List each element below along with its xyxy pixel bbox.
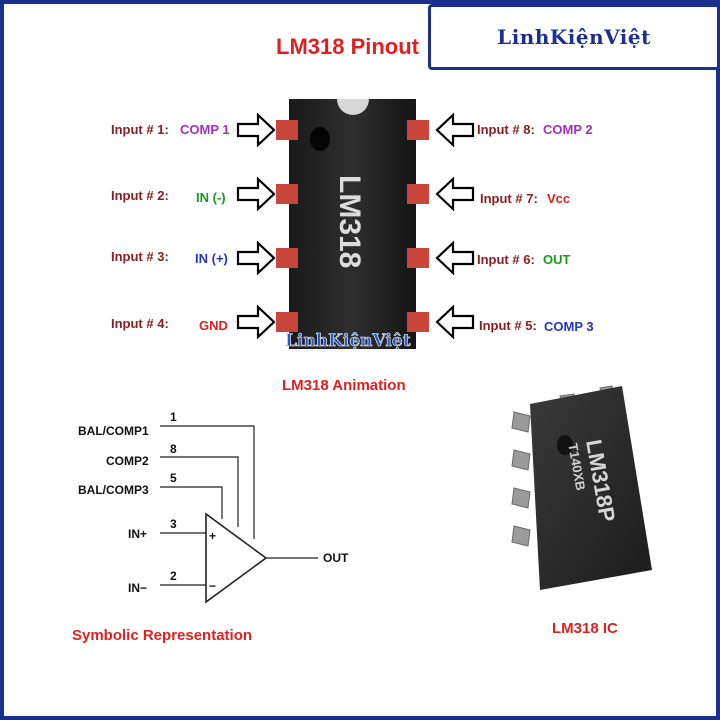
- page-title: LM318 Pinout: [276, 34, 420, 59]
- arrow-right-icon: [238, 179, 274, 209]
- pin-3-prefix: Input # 3:: [111, 249, 169, 264]
- minus-sign: −: [209, 579, 216, 593]
- pin-6-prefix: Input # 6:: [477, 252, 535, 267]
- pin-1-prefix: Input # 1:: [111, 122, 169, 137]
- symbolic-caption: Symbolic Representation: [72, 627, 252, 644]
- pin-4-prefix: Input # 4:: [111, 316, 169, 331]
- in-plus-pin: 3: [170, 517, 177, 531]
- dip8-chip: LM318: [276, 99, 429, 349]
- pin-8: [407, 120, 429, 140]
- animation-caption: LM318 Animation: [282, 377, 406, 394]
- pin-2-prefix: Input # 2:: [111, 188, 169, 203]
- photo-pin: [512, 450, 530, 470]
- in-plus-label: IN+: [128, 527, 147, 541]
- plus-sign: +: [209, 529, 216, 543]
- pin-6-name: OUT: [543, 252, 571, 267]
- comp2-label: COMP2: [106, 454, 149, 468]
- photo-pin: [512, 526, 530, 546]
- out-label: OUT: [323, 551, 349, 565]
- pin-5-prefix: Input # 5:: [479, 318, 537, 333]
- bal-comp1-label: BAL/COMP1: [78, 424, 149, 438]
- opamp-symbol: [160, 426, 318, 602]
- pin-1-name: COMP 1: [180, 122, 230, 137]
- chip-label: LM318: [333, 175, 366, 268]
- ic-caption: LM318 IC: [552, 620, 618, 637]
- pin-1: [276, 120, 298, 140]
- photo-pin: [512, 412, 530, 432]
- pin-5-name: COMP 3: [544, 319, 594, 334]
- in-minus-pin: 2: [170, 569, 177, 583]
- bal-comp3-pin: 5: [170, 471, 177, 485]
- pin-7-name: Vcc: [547, 191, 570, 206]
- bal-comp3-wire: [160, 487, 222, 519]
- pin-2-name: IN (-): [196, 190, 226, 205]
- bal-comp3-label: BAL/COMP3: [78, 483, 149, 497]
- arrow-left-icon: [437, 115, 473, 145]
- pin-7-prefix: Input # 7:: [480, 191, 538, 206]
- pin-3-name: IN (+): [195, 251, 228, 266]
- pin-8-prefix: Input # 8:: [477, 122, 535, 137]
- photo-pin: [512, 488, 530, 508]
- brand-logo: LinhKiệnViệt: [428, 4, 720, 70]
- bal-comp1-pin: 1: [170, 410, 177, 424]
- ic-photo: LM318P T140XB: [512, 386, 652, 590]
- comp2-pin: 8: [170, 442, 177, 456]
- pin-3: [276, 248, 298, 268]
- arrow-right-icon: [238, 307, 274, 337]
- pin-4: [276, 312, 298, 332]
- pin-7: [407, 184, 429, 204]
- pin-4-name: GND: [199, 318, 228, 333]
- in-minus-label: IN−: [128, 581, 147, 595]
- logo-watermark: LinhKiệnViệt: [285, 331, 411, 351]
- arrow-right-icon: [238, 243, 274, 273]
- pin-2: [276, 184, 298, 204]
- pin-6: [407, 248, 429, 268]
- pin-8-name: COMP 2: [543, 122, 593, 137]
- pin1-dot: [310, 127, 330, 151]
- arrow-left-icon: [437, 243, 473, 273]
- logo-text: LinhKiệnViệt: [497, 25, 651, 49]
- arrow-left-icon: [437, 179, 473, 209]
- arrow-left-icon: [437, 307, 473, 337]
- pin-5: [407, 312, 429, 332]
- arrow-right-icon: [238, 115, 274, 145]
